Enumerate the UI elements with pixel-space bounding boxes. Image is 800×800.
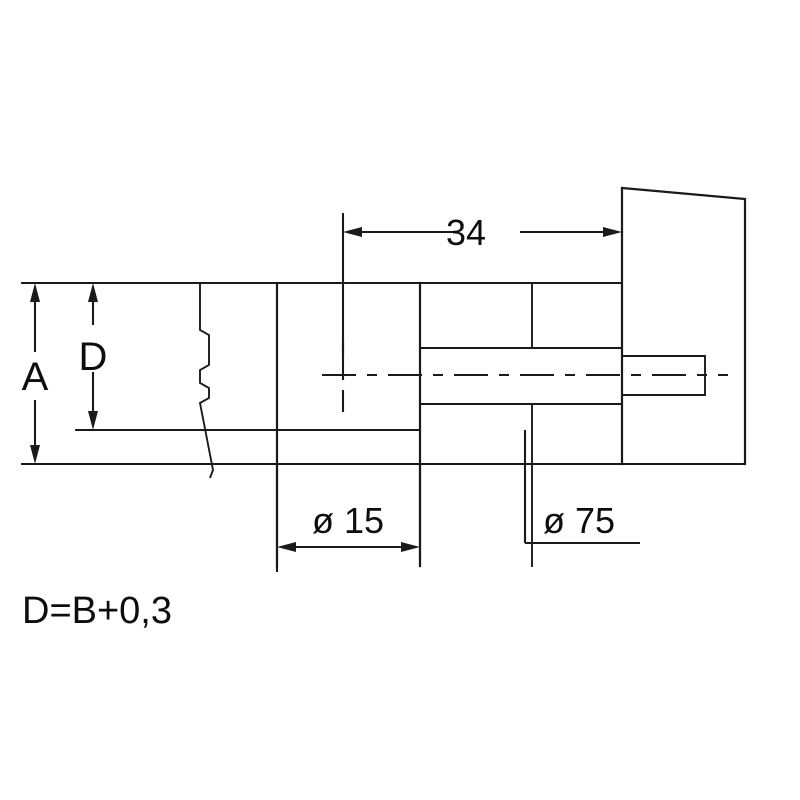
- centerlines: [322, 340, 728, 412]
- dimension-34-arrow-right: [603, 227, 622, 237]
- dimension-34-group: 34: [341, 212, 622, 355]
- dimension-d-text: D: [79, 335, 108, 379]
- dimension-15-text: ø 15: [312, 500, 384, 541]
- dimension-34-arrow-left: [343, 227, 362, 237]
- dimension-15-arrow-right: [401, 542, 420, 552]
- note-formula-text: D=B+0,3: [22, 590, 172, 632]
- right-flange-outline: [620, 186, 747, 466]
- dimension-a-group: A: [22, 283, 49, 464]
- dimension-15-arrow-left: [277, 542, 296, 552]
- dimension-a-arrow-top: [30, 283, 40, 302]
- dimension-75-text: ø 75: [543, 500, 615, 541]
- dimension-d-arrow-top: [88, 283, 98, 302]
- dimension-a-text: A: [22, 355, 49, 399]
- part-right-flange: [620, 186, 747, 466]
- part-body-left: [21, 282, 278, 479]
- dimension-diameter-75-group: ø 75: [523, 430, 640, 545]
- dimension-a-arrow-bottom: [30, 445, 40, 464]
- break-line-left: [198, 283, 214, 479]
- dimension-diameter-15-group: ø 15: [275, 464, 422, 572]
- dimension-34-text: 34: [446, 212, 486, 253]
- dimension-d-group: D: [79, 283, 108, 430]
- dimension-d-arrow-bottom: [88, 411, 98, 430]
